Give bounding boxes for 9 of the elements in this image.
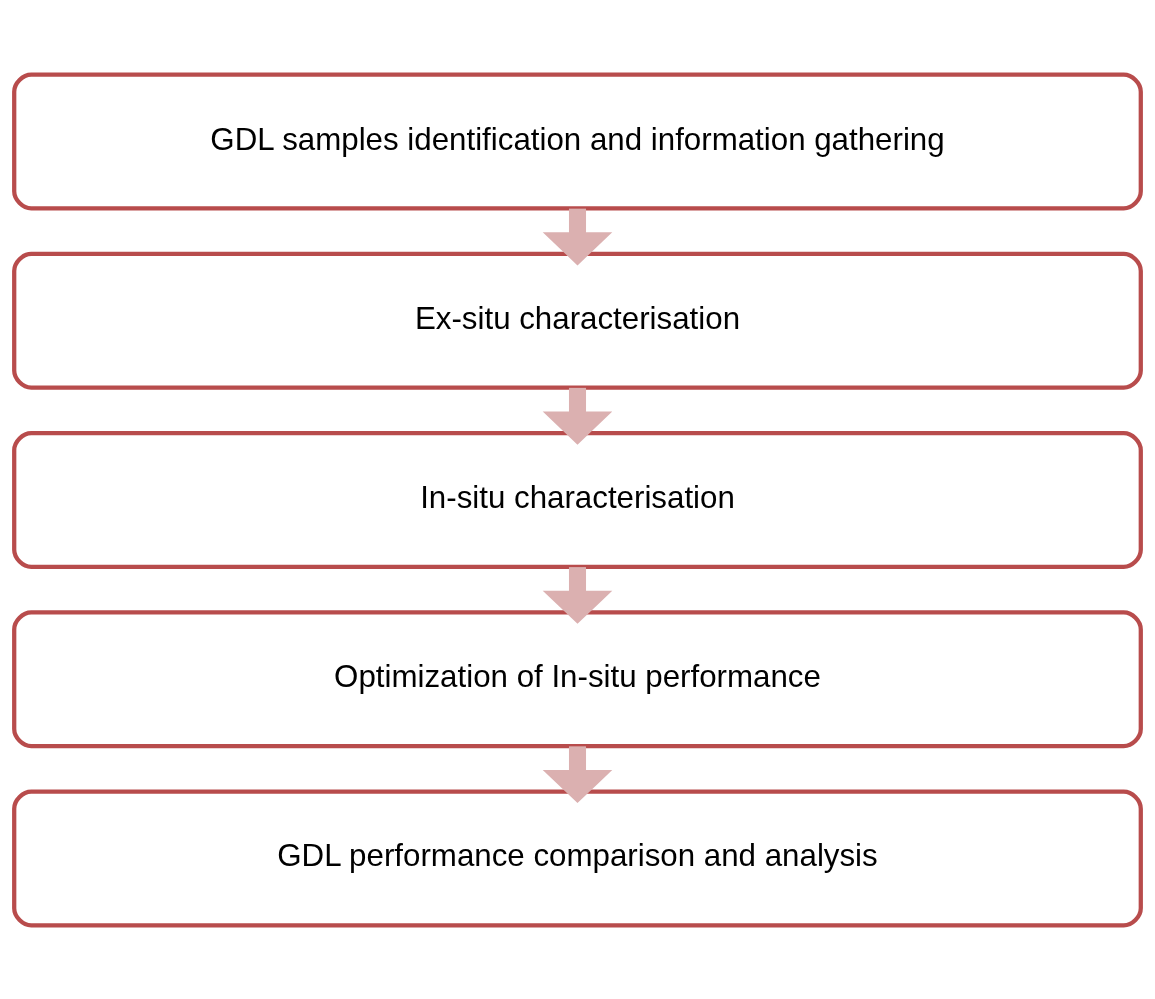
- node-box: Ex-situ characterisation: [12, 251, 1143, 390]
- arrow: [542, 566, 613, 624]
- node-box: Optimization of In-situ performance: [12, 609, 1143, 748]
- node-box: GDL performance comparison and analysis: [12, 788, 1143, 927]
- node-box: In-situ characterisation: [12, 430, 1143, 569]
- arrow: [542, 387, 613, 445]
- node-box: GDL samples identification and information gathering: [12, 72, 1143, 211]
- arrow: [542, 745, 613, 803]
- arrow: [542, 208, 613, 265]
